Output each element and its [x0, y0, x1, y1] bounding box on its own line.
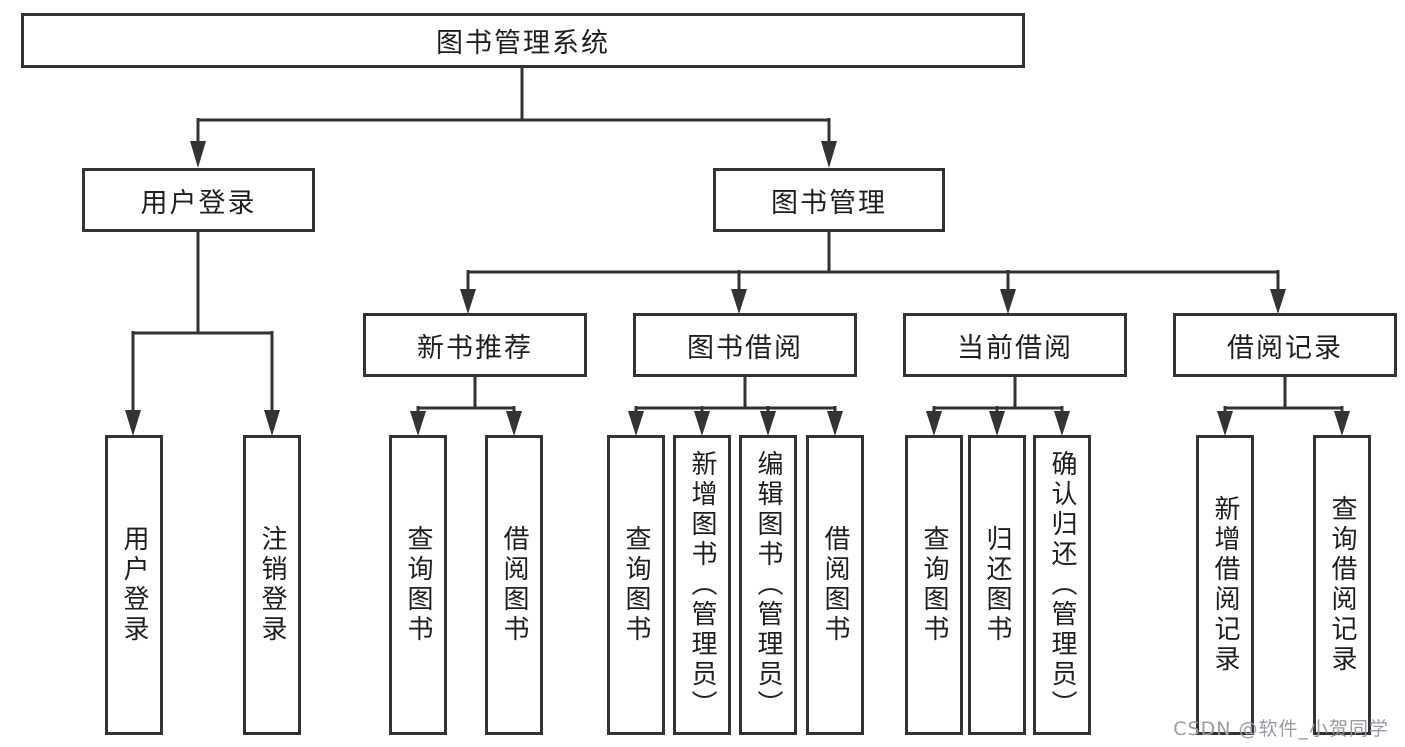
leaf-query-books-recommend-label: 查询图书	[403, 525, 433, 645]
node-current-borrow: 当前借阅	[903, 313, 1127, 377]
leaf-add-books-admin: 新增图书（管理员）	[673, 435, 731, 735]
leaf-query-books-current: 查询图书	[905, 435, 963, 735]
leaf-confirm-return-admin: 确认归还（管理员）	[1033, 435, 1091, 735]
leaf-add-books-admin-label: 新增图书（管理员）	[687, 450, 717, 720]
node-current-borrow-label: 当前借阅	[957, 332, 1073, 364]
leaf-borrow-books-recommend-label: 借阅图书	[499, 525, 529, 645]
node-book-management: 图书管理	[713, 168, 945, 232]
leaf-add-borrow-record: 新增借阅记录	[1196, 435, 1254, 735]
leaf-query-books-recommend: 查询图书	[389, 435, 447, 735]
node-borrow-records: 借阅记录	[1173, 313, 1397, 377]
leaf-query-books-current-label: 查询图书	[919, 525, 949, 645]
leaf-borrow-books: 借阅图书	[806, 435, 864, 735]
leaf-return-books: 归还图书	[968, 435, 1026, 735]
leaf-user-login-label: 用户登录	[119, 525, 149, 645]
leaf-logout-label: 注销登录	[257, 525, 287, 645]
leaf-logout: 注销登录	[243, 435, 301, 735]
node-new-book-recommend: 新书推荐	[363, 313, 587, 377]
leaf-return-books-label: 归还图书	[982, 525, 1012, 645]
leaf-user-login: 用户登录	[105, 435, 163, 735]
node-root-system: 图书管理系统	[21, 13, 1025, 68]
node-root-label: 图书管理系统	[436, 28, 610, 59]
leaf-query-borrow-record-label: 查询借阅记录	[1327, 495, 1357, 675]
leaf-confirm-return-admin-label: 确认归还（管理员）	[1047, 450, 1077, 720]
leaf-add-borrow-record-label: 新增借阅记录	[1210, 495, 1240, 675]
node-user-login: 用户登录	[82, 168, 315, 232]
leaf-borrow-books-recommend: 借阅图书	[485, 435, 543, 735]
leaf-edit-books-admin-label: 编辑图书（管理员）	[753, 450, 783, 720]
node-borrow-records-label: 借阅记录	[1227, 332, 1343, 364]
csdn-watermark: CSDN @软件_小贺同学	[1173, 718, 1389, 740]
node-new-book-recommend-label: 新书推荐	[417, 332, 533, 364]
node-user-login-label: 用户登录	[140, 187, 257, 219]
leaf-borrow-books-label: 借阅图书	[820, 525, 850, 645]
node-book-borrow-label: 图书借阅	[687, 332, 803, 364]
node-book-borrow: 图书借阅	[633, 313, 857, 377]
leaf-query-books-borrow: 查询图书	[607, 435, 665, 735]
leaf-query-borrow-record: 查询借阅记录	[1313, 435, 1371, 735]
node-book-management-label: 图书管理	[771, 187, 887, 219]
leaf-edit-books-admin: 编辑图书（管理员）	[739, 435, 797, 735]
leaf-query-books-borrow-label: 查询图书	[621, 525, 651, 645]
